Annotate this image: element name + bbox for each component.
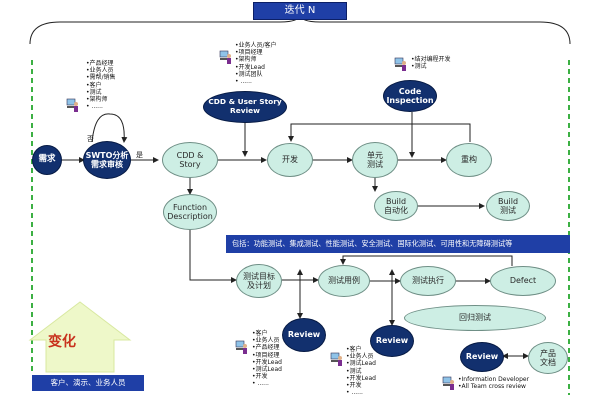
iteration-title: 迭代 N (253, 2, 347, 20)
change-label: 变化 (48, 334, 76, 350)
note-review1-roles: •客户 •业务人员 •产品经理 •项目经理 •开发Lead •测试Lead •开… (252, 330, 282, 388)
node-develop: 开发 (267, 143, 313, 177)
node-review-1: Review (282, 318, 326, 352)
node-test-cases: 测试用例 (318, 265, 370, 297)
person-icon (330, 352, 342, 366)
node-build-auto: Build 自动化 (374, 191, 418, 221)
note-pair-dev: •结对编程开发 •测试 (411, 56, 451, 71)
node-review-2: Review (370, 325, 414, 357)
change-up-arrow (28, 301, 132, 373)
person-icon (394, 57, 406, 71)
node-defect: Defect (490, 266, 556, 296)
note-docs-roles: •Information Developer •All Team cross r… (458, 376, 530, 391)
node-code-inspection: Code Inspection (383, 80, 437, 112)
node-requirement: 需求 (32, 145, 62, 175)
node-swot-review: SWTO分析 需求审核 (83, 141, 131, 179)
note-cdd-roles: •业务人员/客户 •项目经理 •架构师 •开发Lead •测试团队 • ....… (235, 42, 277, 86)
label-yes: 是 (136, 151, 143, 159)
person-icon (235, 340, 247, 354)
node-unit-test: 单元 测试 (352, 142, 398, 178)
node-review-3: Review (460, 342, 504, 372)
stakeholders-bar: 客户、演示、业务人员 (32, 375, 144, 391)
arrow-swot-loop (91, 113, 128, 143)
arrow-defect-cases (340, 255, 513, 266)
arrow-refactor-dev (288, 123, 471, 142)
test-types-banner: 包括：功能测试、集成测试、性能测试、安全测试、国际化测试、可用性和无障碍测试等 (226, 235, 570, 253)
node-product-docs: 产品 文档 (528, 342, 568, 374)
node-test-plan: 测试目标 及计划 (236, 264, 282, 298)
arrow-function-plan (189, 230, 237, 283)
node-cdd-story: CDD & Story (162, 142, 218, 178)
note-left-roles: •产品经理 •业务人员 •需帮/销售 •客户 •测试 •架构师 • ...... (86, 60, 116, 111)
person-icon (442, 376, 454, 390)
node-test-execution: 测试执行 (400, 266, 456, 296)
node-build-test: Build 测试 (486, 191, 530, 221)
person-icon (219, 50, 231, 64)
node-function-description: Function Description (163, 194, 217, 230)
person-icon (66, 98, 78, 112)
node-cdd-review: CDD & User Story Review (203, 91, 287, 123)
node-refactor: 重构 (446, 143, 492, 177)
note-review2-roles: •客户 •业务人员 •测试Lead •测试 •开发Lead •开发 • ....… (346, 346, 376, 397)
node-regression-test: 回归测试 (404, 305, 546, 331)
label-no: 否 (87, 135, 94, 143)
